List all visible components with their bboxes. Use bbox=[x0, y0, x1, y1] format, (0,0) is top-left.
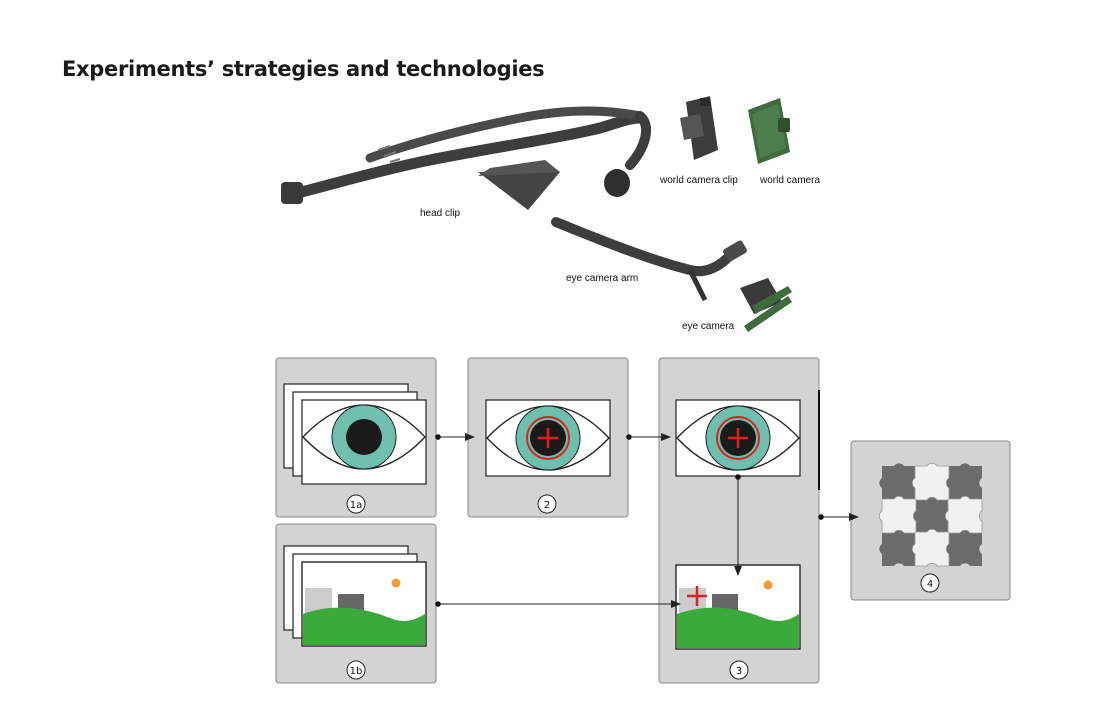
world-camera bbox=[748, 98, 790, 164]
eye-camera-arm-label: eye camera arm bbox=[566, 273, 639, 284]
world-camera-clip bbox=[680, 96, 718, 160]
head-clip-label: head clip bbox=[420, 208, 461, 219]
head-clip bbox=[281, 106, 652, 210]
world-camera-label: world camera bbox=[760, 175, 821, 186]
panel-1b bbox=[275, 523, 437, 684]
world-camera-clip-label: world camera clip bbox=[660, 175, 738, 186]
step-1b-label: 1b bbox=[350, 666, 363, 677]
panel-3 bbox=[658, 357, 820, 684]
step-4-label: 4 bbox=[927, 579, 933, 590]
panel-1a bbox=[275, 357, 437, 518]
panel-4 bbox=[850, 440, 1011, 601]
step-2-label: 2 bbox=[544, 500, 550, 511]
eye-camera bbox=[740, 278, 792, 332]
eye-camera-arm bbox=[551, 217, 747, 302]
page-title: Experiments’ strategies and technologies bbox=[62, 57, 545, 81]
eye-camera-label: eye camera bbox=[682, 321, 735, 332]
panel-2 bbox=[467, 357, 629, 518]
step-3-label: 3 bbox=[736, 666, 742, 677]
connectors bbox=[435, 433, 859, 608]
step-1a-label: 1a bbox=[350, 500, 363, 511]
